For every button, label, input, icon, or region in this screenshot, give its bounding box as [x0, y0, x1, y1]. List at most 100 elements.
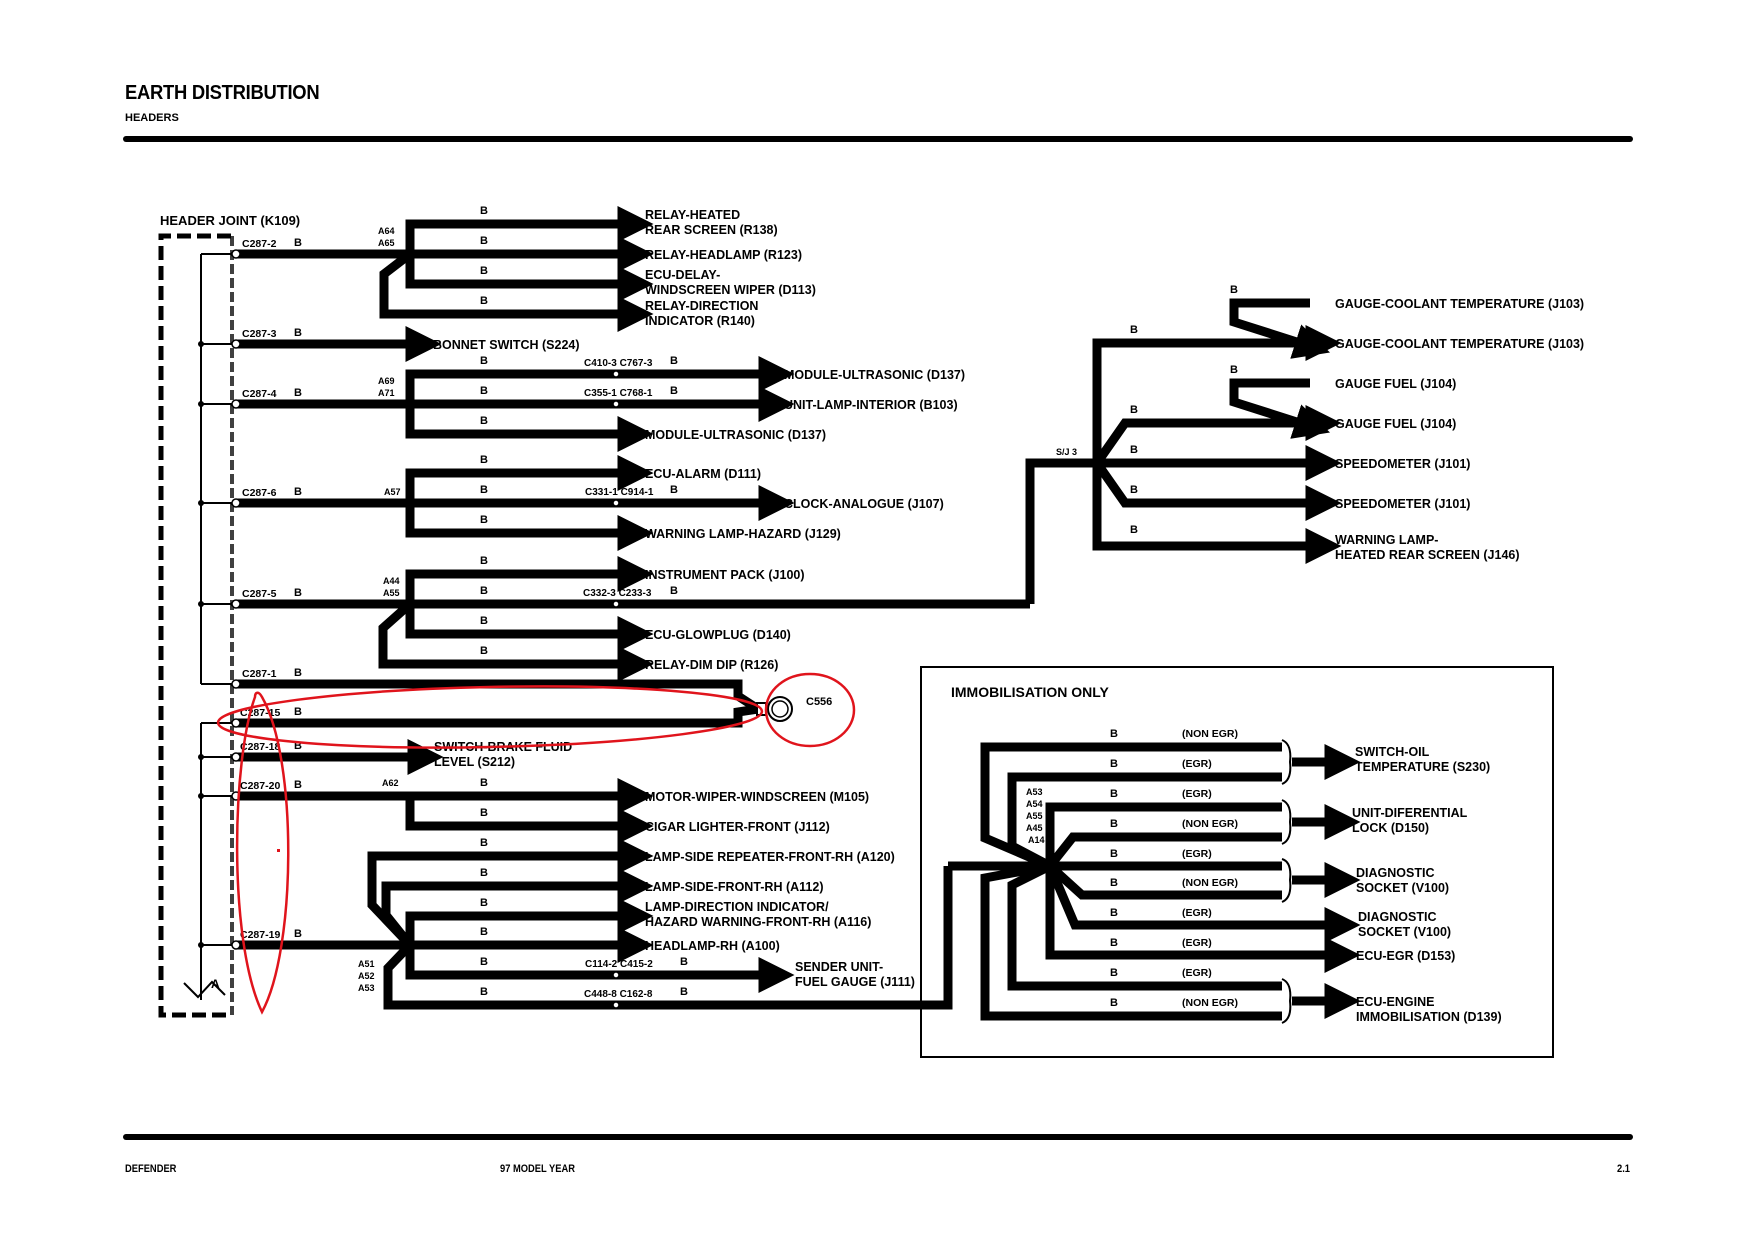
- svg-text:C355-1 C768-1: C355-1 C768-1: [584, 388, 653, 399]
- wire-colour-label: B: [480, 295, 488, 307]
- harness-wires: [236, 206, 1342, 1010]
- svg-text:(EGR): (EGR): [1182, 848, 1212, 860]
- svg-text:(EGR): (EGR): [1182, 758, 1212, 770]
- component-warning-lamp-hazard: WARNING LAMP-HAZARD (J129): [645, 527, 841, 541]
- svg-text:A45: A45: [1026, 823, 1043, 833]
- svg-text:(EGR): (EGR): [1182, 937, 1212, 949]
- component-instrument-pack: INSTRUMENT PACK (J100): [645, 568, 805, 582]
- earth-symbol-icon: [183, 980, 226, 999]
- svg-text:(EGR): (EGR): [1182, 967, 1212, 979]
- wire-colour-label: B: [680, 986, 688, 998]
- annotation-ellipse-wires: [216, 685, 764, 749]
- wire-colour-label: B: [480, 265, 488, 277]
- wire-colour-label: B: [670, 484, 678, 496]
- wire-colour-label: B: [1230, 284, 1238, 296]
- wire-colour-label: B: [480, 555, 488, 567]
- wire-colour-label: B: [480, 956, 488, 968]
- wire-colour-label: B: [480, 897, 488, 909]
- connector-c287-2: C287-2: [242, 238, 277, 250]
- svg-text:(EGR): (EGR): [1182, 788, 1212, 800]
- wire-colour-label: B: [480, 585, 488, 597]
- svg-text:(NON EGR): (NON EGR): [1182, 818, 1238, 830]
- wire-colour-label: B: [480, 777, 488, 789]
- svg-text:(NON EGR): (NON EGR): [1182, 997, 1238, 1009]
- svg-text:A55: A55: [1026, 811, 1043, 821]
- connector-c287-18: C287-18: [240, 741, 280, 753]
- wire-colour-label: B: [294, 486, 302, 498]
- wire-colour-label: B: [1130, 444, 1138, 456]
- component-bonnet-switch: BONNET SWITCH (S224): [433, 338, 580, 352]
- eyelet-c556: C556: [756, 696, 832, 722]
- svg-text:A52: A52: [358, 971, 375, 981]
- svg-text:A53: A53: [358, 983, 375, 993]
- wire-colour-label: B: [1110, 788, 1118, 800]
- svg-text:A62: A62: [382, 778, 399, 788]
- wire-colour-label: B: [480, 615, 488, 627]
- wire-colour-label: B: [1130, 484, 1138, 496]
- wire-colour-label: B: [294, 740, 302, 752]
- wire-colour-label: B: [480, 385, 488, 397]
- wire-colour-label: B: [1230, 364, 1238, 376]
- inline-connector-labels: C410-3 C767-3 C355-1 C768-1 C331-1 C914-…: [583, 358, 654, 1000]
- wire-colour-label: B: [680, 956, 688, 968]
- wire-colour-label: B: [1110, 997, 1118, 1009]
- svg-text:A64: A64: [378, 226, 395, 236]
- component-speedometer-1: SPEEDOMETER (J101): [1335, 457, 1470, 471]
- component-lamp-side-repeater: LAMP-SIDE REPEATER-FRONT-RH (A120): [645, 850, 895, 864]
- wire-colour-label: B: [480, 837, 488, 849]
- component-ecu-delay-wiper: ECU-DELAY-WINDSCREEN WIPER (D113): [645, 268, 816, 297]
- wire-colour-label: B: [1110, 937, 1118, 949]
- wire-colour-label: B: [670, 585, 678, 597]
- component-gauge-coolant-1: GAUGE-COOLANT TEMPERATURE (J103): [1335, 297, 1584, 311]
- component-gauge-fuel-1: GAUGE FUEL (J104): [1335, 377, 1456, 391]
- wire-colour-label: B: [1110, 758, 1118, 770]
- wire-colour-label: B: [294, 587, 302, 599]
- connector-c287-20: C287-20: [240, 780, 280, 792]
- wire-colour-label: B: [294, 667, 302, 679]
- svg-text:A55: A55: [383, 588, 400, 598]
- component-lamp-side-front: LAMP-SIDE-FRONT-RH (A112): [645, 880, 823, 894]
- splice-sj3: S/J 3: [1056, 447, 1077, 457]
- wire-colour-label: B: [670, 385, 678, 397]
- svg-text:C448-8 C162-8: C448-8 C162-8: [584, 989, 653, 1000]
- svg-text:(NON EGR): (NON EGR): [1182, 728, 1238, 740]
- wire-colour-label: B: [1110, 848, 1118, 860]
- inline-connector-rings: [231, 249, 620, 1009]
- component-module-ultrasonic-1: MODULE-ULTRASONIC (D137): [784, 368, 965, 382]
- component-ecu-alarm: ECU-ALARM (D111): [645, 467, 761, 481]
- connector-c287-6: C287-6: [242, 487, 277, 499]
- wire-colour-label: B: [1110, 728, 1118, 740]
- svg-text:C331-1 C914-1: C331-1 C914-1: [585, 487, 654, 498]
- component-sender-unit-fuel-gauge: SENDER UNIT-FUEL GAUGE (J111): [795, 960, 915, 989]
- joint-bus-taps: [201, 253, 232, 946]
- svg-text:A14: A14: [1028, 835, 1045, 845]
- wire-colour-label: B: [1110, 818, 1118, 830]
- footer-page-number: 2.1: [1617, 1163, 1631, 1175]
- svg-text:C114-2 C415-2: C114-2 C415-2: [585, 959, 653, 970]
- connector-c287-19: C287-19: [240, 929, 280, 941]
- wire-colour-label: B: [1110, 907, 1118, 919]
- component-gauge-fuel-2: GAUGE FUEL (J104): [1335, 417, 1456, 431]
- svg-text:A51: A51: [358, 959, 375, 969]
- component-headlamp-rh: HEADLAMP-RH (A100): [645, 939, 780, 953]
- svg-text:(NON EGR): (NON EGR): [1182, 877, 1238, 889]
- footer-rule: [123, 1134, 1633, 1140]
- red-annotation-marks: [216, 672, 856, 1015]
- component-clock-analogue: CLOCK-ANALOGUE (J107): [784, 497, 944, 511]
- wire-colour-label: B: [1110, 967, 1118, 979]
- svg-text:A65: A65: [378, 238, 395, 248]
- component-ecu-egr: ECU-EGR (D153): [1356, 949, 1455, 963]
- footer-model: DEFENDER: [125, 1163, 177, 1175]
- wire-colour-label: B: [1130, 404, 1138, 416]
- component-warning-lamp-hrs: WARNING LAMP-HEATED REAR SCREEN (J146): [1335, 533, 1520, 562]
- wire-colour-label: B: [480, 484, 488, 496]
